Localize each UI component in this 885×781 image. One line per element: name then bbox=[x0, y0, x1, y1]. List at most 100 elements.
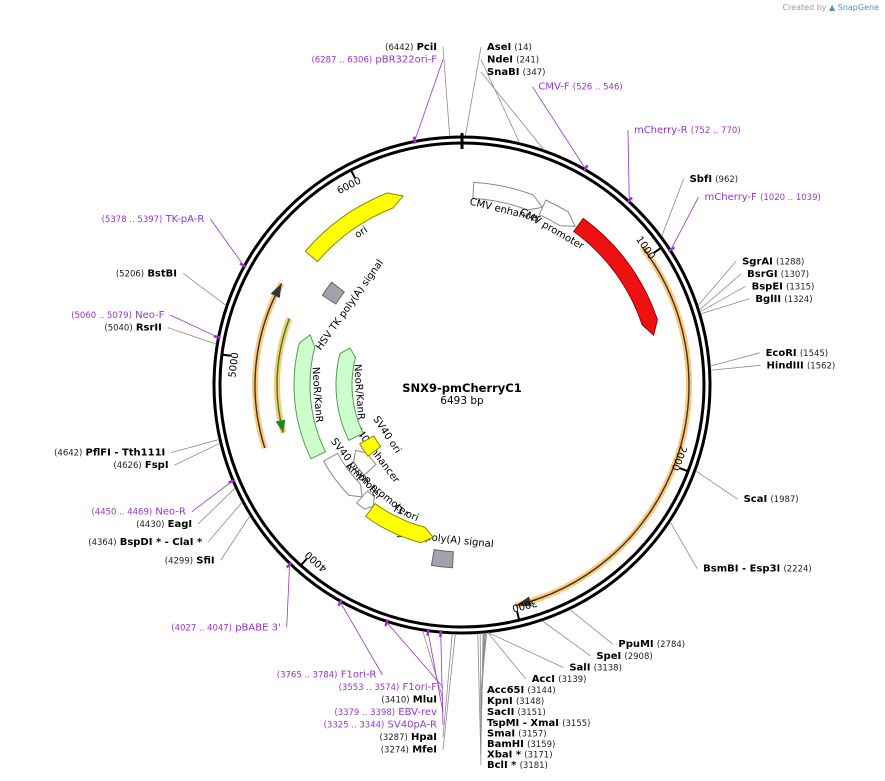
tick-mark bbox=[653, 246, 662, 254]
enzyme-label: (6442) PciI bbox=[385, 42, 451, 137]
tick-mark bbox=[349, 169, 356, 179]
enzyme-label: PpuMI (2784) bbox=[569, 609, 685, 650]
label-text: (4430) EagI bbox=[136, 519, 192, 530]
label-text: (6442) PciI bbox=[385, 42, 437, 53]
enzyme-coord: (3138) bbox=[594, 663, 622, 673]
tick-label: 3000 bbox=[511, 596, 538, 613]
primer-coord: (4450 .. 4469) bbox=[91, 508, 152, 518]
primer-label: (4450 .. 4469) Neo-R bbox=[91, 478, 236, 518]
enzyme-label: ScaI (1987) bbox=[695, 470, 799, 505]
tick-label: 5000 bbox=[227, 352, 241, 379]
primer-coord: (5378 .. 5397) bbox=[102, 215, 163, 225]
enzyme-label: (4626) FspI bbox=[113, 442, 221, 471]
enzyme-coord: (1545) bbox=[800, 349, 828, 359]
enzyme-label: SbfI (962) bbox=[661, 174, 738, 237]
leader-line bbox=[479, 633, 482, 755]
leader-line bbox=[695, 470, 738, 500]
created-by-credit: Created by ▲ SnapGene bbox=[782, 3, 879, 12]
label-text: KpnI (3148) bbox=[487, 696, 544, 707]
enzyme-coord: (2224) bbox=[783, 565, 811, 575]
label-text: (3553 .. 3574) F1ori-F bbox=[339, 682, 438, 693]
enzyme-name: NdeI bbox=[487, 55, 513, 66]
enzyme-label: BclI * (3181) bbox=[477, 633, 548, 771]
label-text: (3325 .. 3344) SV40pA-R bbox=[324, 720, 437, 731]
enzyme-label: SalI (3138) bbox=[487, 632, 622, 673]
enzyme-coord: (3151) bbox=[518, 708, 546, 718]
leader-line bbox=[427, 631, 444, 713]
primer-coord: (1020 .. 1039) bbox=[760, 193, 821, 203]
enzyme-name: BsrGI bbox=[747, 269, 777, 280]
enzyme-name: KpnI bbox=[487, 696, 513, 707]
enzyme-coord: (1562) bbox=[807, 361, 835, 371]
created-by-text: Created by bbox=[782, 3, 827, 12]
primer-label: mCherry-R (752 .. 770) bbox=[626, 125, 741, 204]
enzyme-coord: (1987) bbox=[770, 495, 798, 505]
label-text: SalI (3138) bbox=[569, 662, 622, 673]
enzyme-coord: (4364) bbox=[88, 538, 116, 548]
leader-line bbox=[480, 71, 545, 151]
enzyme-coord: (5040) bbox=[104, 324, 132, 334]
label-text: BsrGI (1307) bbox=[747, 269, 809, 280]
leader-line bbox=[414, 59, 444, 141]
enzyme-coord: (4642) bbox=[54, 449, 82, 459]
enzyme-label: XbaI * (3171) bbox=[479, 633, 553, 760]
primer-label: (6287 .. 6306) pBR322ori-F bbox=[311, 55, 444, 144]
label-text: BsmBI - Esp3I (2224) bbox=[703, 564, 812, 575]
enzyme-label: AseI (14) bbox=[464, 42, 532, 137]
enzyme-name: TspMI - XmaI bbox=[487, 718, 559, 729]
tick-label: 2000 bbox=[669, 444, 688, 472]
leader-line bbox=[697, 261, 737, 306]
enzyme-name: HindIII bbox=[767, 360, 804, 371]
leader-line bbox=[422, 630, 444, 700]
label-layer: (6442) PciI AseI (14) NdeI (241)SnaBI (347… bbox=[54, 42, 835, 771]
orf-arrowhead bbox=[275, 419, 286, 433]
label-text: (4299) SfiI bbox=[165, 555, 215, 566]
enzyme-name: SbfI bbox=[690, 174, 712, 185]
primer-label: mCherry-F (1020 .. 1039) bbox=[667, 192, 821, 253]
primer-label: (3553 .. 3574) F1ori-F bbox=[339, 619, 444, 693]
leader-line bbox=[174, 442, 221, 466]
label-text: (4642) PflFI - Tth111I bbox=[54, 448, 165, 459]
enzyme-coord: (3287) bbox=[380, 733, 408, 743]
label-text: SacII (3151) bbox=[487, 707, 546, 718]
primer-site-mark bbox=[337, 599, 343, 607]
label-text: SnaBI (347) bbox=[487, 67, 545, 78]
leader-line bbox=[209, 218, 244, 266]
enzyme-label: SgrAI (1288) bbox=[697, 256, 804, 306]
enzyme-label: BamHI (3159) bbox=[480, 633, 555, 750]
label-text: (4450 .. 4469) Neo-R bbox=[91, 507, 185, 518]
label-text: EcoRI (1545) bbox=[766, 348, 829, 359]
enzyme-label: HindIII (1562) bbox=[710, 360, 835, 371]
label-text: (5040) RsrII bbox=[104, 323, 161, 334]
label-text: SmaI (3157) bbox=[487, 728, 547, 739]
feature-neor-kanr bbox=[335, 347, 364, 441]
label-text: AseI (14) bbox=[487, 42, 532, 53]
enzyme-label: (4642) PflFI - Tth111I bbox=[54, 439, 220, 459]
enzyme-name: BglII bbox=[755, 294, 781, 305]
label-text: NdeI (241) bbox=[487, 55, 539, 66]
enzyme-name: MfeI bbox=[412, 745, 437, 756]
enzyme-coord: (6442) bbox=[385, 43, 413, 53]
feature-neor-kanr bbox=[293, 333, 327, 460]
primer-coord: (3765 .. 3784) bbox=[277, 671, 338, 681]
enzyme-label: BspEI (1315) bbox=[699, 281, 814, 313]
leader-line bbox=[480, 59, 520, 143]
label-text: mCherry-R (752 .. 770) bbox=[634, 125, 741, 136]
primer-name: TK-pA-R bbox=[165, 214, 205, 225]
leader-line bbox=[541, 620, 591, 657]
leader-line bbox=[386, 622, 444, 688]
enzyme-coord: (3155) bbox=[562, 719, 590, 729]
enzyme-label: (3274) MfeI bbox=[381, 633, 456, 756]
primer-coord: (5060 .. 5079) bbox=[71, 311, 132, 321]
enzyme-coord: (14) bbox=[514, 43, 531, 53]
leader-line bbox=[182, 272, 227, 306]
leader-line bbox=[286, 564, 290, 628]
label-text: (4364) BspDI * - ClaI * bbox=[88, 537, 203, 548]
enzyme-coord: (3410) bbox=[381, 696, 409, 706]
leader-line bbox=[167, 327, 217, 345]
enzyme-coord: (3157) bbox=[518, 729, 546, 739]
enzyme-name: BsmBI - Esp3I bbox=[703, 564, 780, 575]
enzyme-label: Acc65I (3144) bbox=[480, 632, 556, 696]
leader-line bbox=[220, 515, 251, 561]
label-text: ScaI (1987) bbox=[744, 494, 799, 505]
